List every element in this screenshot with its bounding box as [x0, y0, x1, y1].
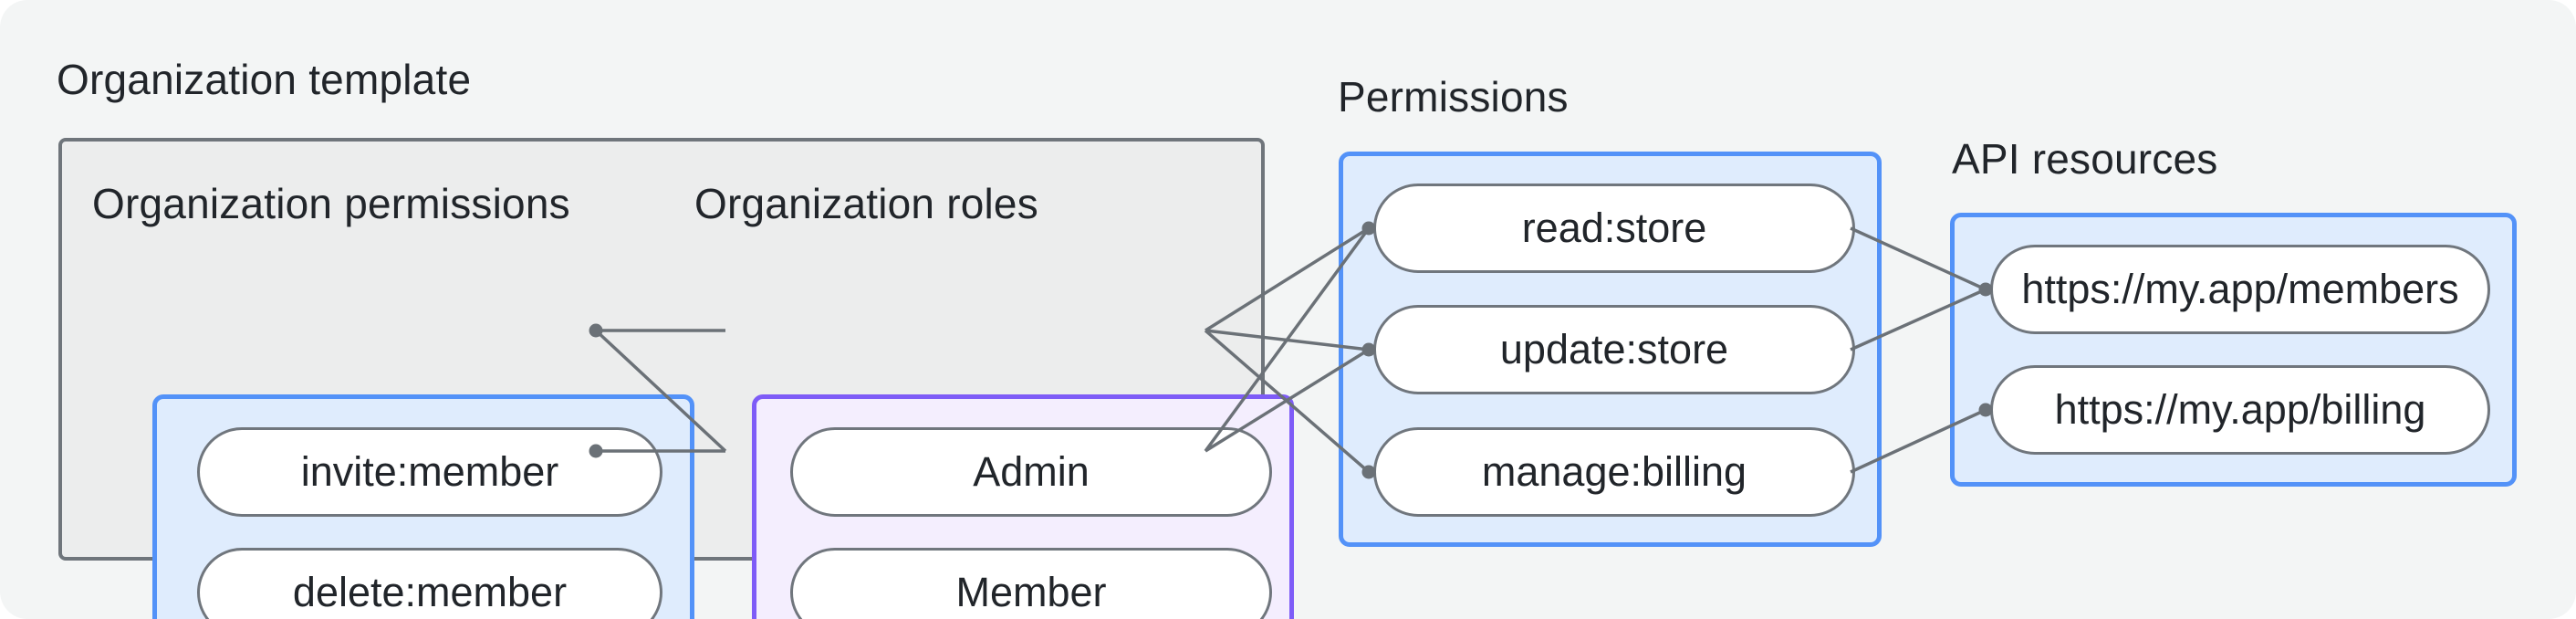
node-label: manage:billing	[1481, 448, 1747, 495]
org-roles-label: Organization roles	[694, 180, 1038, 227]
org-permissions-label: Organization permissions	[92, 180, 570, 227]
node-label: https://my.app/members	[2021, 266, 2459, 312]
api-resources-box: https://my.app/members https://my.app/bi…	[1950, 213, 2517, 487]
node-delete-member: delete:member	[197, 548, 662, 619]
org-template-box: Organization permissions Organization ro…	[58, 138, 1294, 619]
node-api-billing-url: https://my.app/billing	[1990, 365, 2490, 455]
org-roles-box: Admin Member	[752, 394, 1294, 619]
permissions-label: Permissions	[1338, 73, 1569, 121]
node-label: Member	[955, 569, 1107, 615]
node-manage-billing: manage:billing	[1373, 427, 1855, 517]
node-label: delete:member	[292, 569, 568, 615]
node-read-store: read:store	[1373, 184, 1855, 273]
node-label: update:store	[1499, 326, 1729, 372]
node-invite-member: invite:member	[197, 427, 662, 517]
org-template-label: Organization template	[57, 56, 472, 103]
node-update-store: update:store	[1373, 305, 1855, 394]
permissions-box: read:store update:store manage:billing	[1339, 152, 1882, 547]
api-resources-label: API resources	[1952, 135, 2218, 183]
node-admin-role: Admin	[790, 427, 1272, 517]
node-label: read:store	[1521, 205, 1707, 251]
node-label: invite:member	[300, 448, 559, 495]
node-member-role: Member	[790, 548, 1272, 619]
node-label: Admin	[973, 448, 1090, 495]
node-label: https://my.app/billing	[2054, 386, 2426, 433]
node-api-members-url: https://my.app/members	[1990, 245, 2490, 334]
org-permissions-box: invite:member delete:member	[152, 394, 694, 619]
